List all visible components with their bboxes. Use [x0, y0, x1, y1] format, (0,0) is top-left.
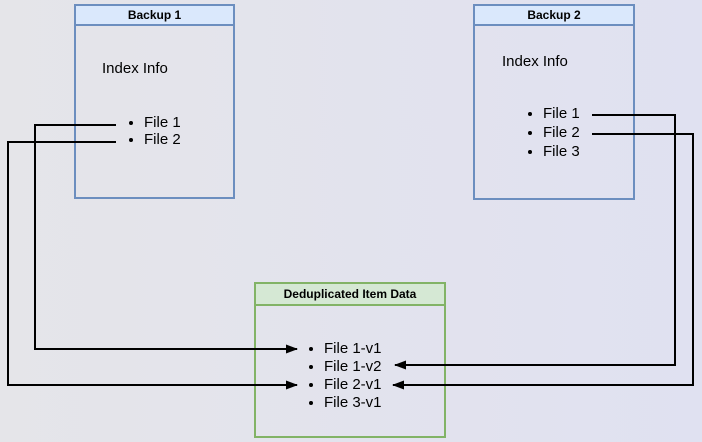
- backup1-box: Backup 1 Index Info File 1 File 2: [74, 4, 235, 199]
- list-item-file2-v1: File 2-v1: [324, 376, 382, 394]
- backup2-box: Backup 2 Index Info File 1 File 2 File 3: [473, 4, 635, 200]
- backup2-file-list: File 1 File 2 File 3: [475, 104, 580, 161]
- list-item-backup2-file1: File 1: [543, 104, 580, 123]
- list-item-file1-v2: File 1-v2: [324, 358, 382, 376]
- dedup-file-list: File 1-v1 File 1-v2 File 2-v1 File 3-v1: [256, 340, 382, 412]
- list-item-backup2-file3: File 3: [543, 142, 580, 161]
- backup2-title: Backup 2: [475, 6, 633, 26]
- list-item-file3-v1: File 3-v1: [324, 394, 382, 412]
- deduplicated-item-data-box: Deduplicated Item Data File 1-v1 File 1-…: [254, 282, 446, 438]
- dedup-title: Deduplicated Item Data: [256, 284, 444, 306]
- backup1-subtitle: Index Info: [102, 60, 168, 77]
- list-item-backup1-file1: File 1: [144, 114, 181, 131]
- list-item-backup1-file2: File 2: [144, 131, 181, 148]
- backup1-file-list: File 1 File 2: [76, 114, 181, 148]
- backup1-title: Backup 1: [76, 6, 233, 26]
- list-item-file1-v1: File 1-v1: [324, 340, 382, 358]
- list-item-backup2-file2: File 2: [543, 123, 580, 142]
- backup2-subtitle: Index Info: [502, 53, 568, 70]
